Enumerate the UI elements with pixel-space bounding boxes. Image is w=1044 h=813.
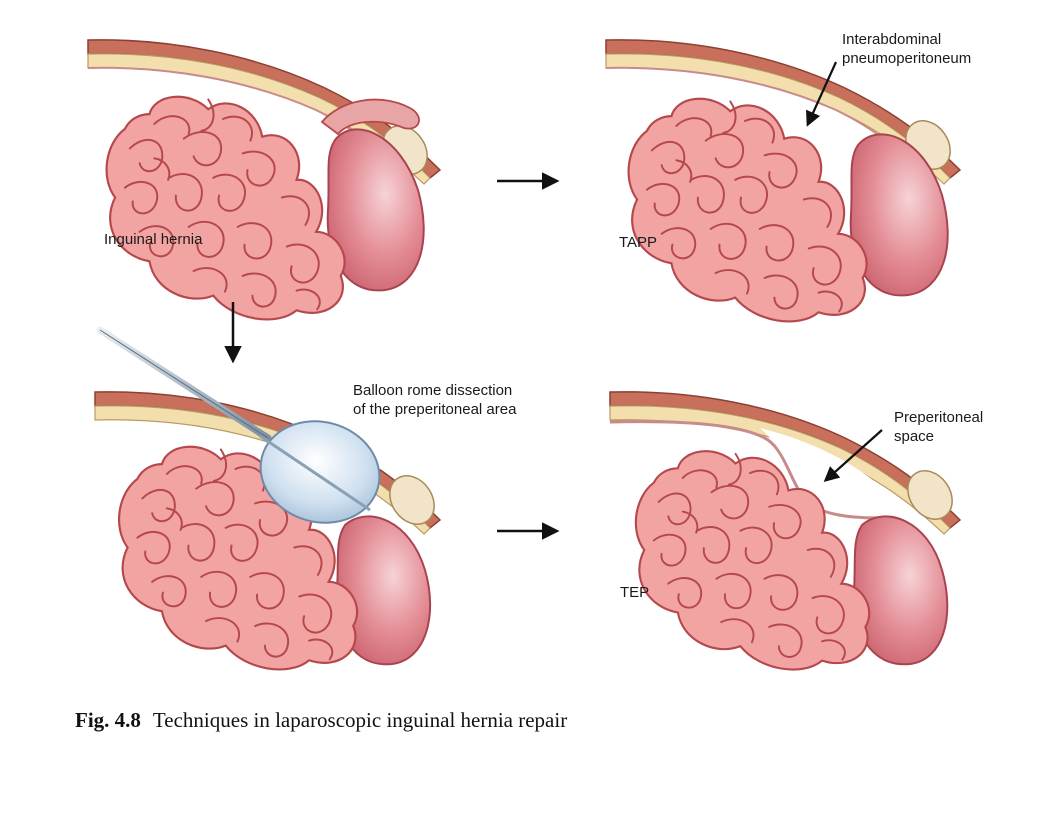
figure-caption-text: Techniques in laparoscopic inguinal hern…: [152, 708, 568, 732]
hernia-sac: [326, 128, 425, 292]
cord-structure: [907, 470, 953, 520]
cord-structure: [389, 475, 435, 525]
hernia-sac-neck: [320, 98, 420, 136]
panel-inguinal-hernia: [87, 39, 442, 321]
bowel-loops: [105, 95, 346, 321]
detached-peritoneum: [609, 420, 881, 520]
panel-tep: [609, 391, 962, 671]
label-tapp: TAPP: [619, 234, 658, 251]
label-pneumoperitoneum-line2: pneumoperitoneum: [842, 50, 972, 67]
label-preperitoneal-space: Preperitoneal space: [894, 408, 983, 446]
panel-balloon-dissection: [94, 326, 442, 671]
label-preperitoneal-line2: space: [894, 428, 935, 445]
hernia-sac: [852, 515, 949, 666]
label-pneumoperitoneum-line1: Interabdominal: [842, 31, 942, 48]
hernia-sac: [849, 133, 949, 297]
pointer-pneumoperitoneum: [806, 61, 838, 127]
figure-caption: Fig. 4.8 Techniques in laparoscopic ingui…: [75, 708, 567, 733]
peritoneum-line: [605, 66, 886, 141]
label-tep: TEP: [620, 584, 650, 601]
bowel-loops: [627, 97, 868, 323]
pointer-preperitoneal-space: [823, 429, 883, 483]
balloon-shaft: [259, 434, 371, 512]
label-preperitoneal-line1: Preperitoneal: [894, 409, 984, 426]
figure-number: Fig. 4.8: [75, 708, 141, 732]
instrument-edge: [99, 329, 269, 439]
panel-tapp: [605, 39, 962, 323]
label-balloon-dissection: Balloon rome dissection of the preperito…: [353, 381, 516, 419]
label-pneumoperitoneum: Interabdominal pneumoperitoneum: [842, 30, 971, 68]
label-balloon-line1: Balloon rome dissection: [353, 382, 513, 399]
label-inguinal-hernia: Inguinal hernia: [104, 231, 203, 248]
label-balloon-line2: of the preperitoneal area: [353, 401, 517, 418]
hernia-sac: [335, 515, 432, 666]
